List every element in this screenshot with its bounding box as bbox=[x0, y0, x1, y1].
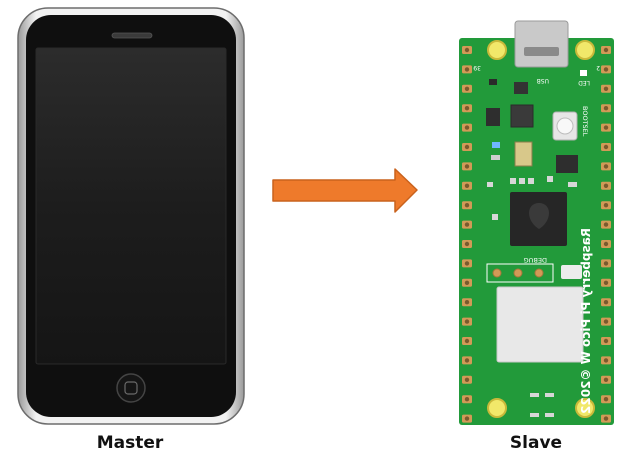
bottom-pad-2 bbox=[545, 393, 554, 397]
debug-pin-3 bbox=[534, 268, 544, 278]
left-pin-hole bbox=[464, 144, 470, 150]
left-pin-hole bbox=[464, 203, 470, 208]
microcontroller-board-icon: 39 2 USB LED BOOTSEL DEBUG bbox=[459, 20, 614, 425]
component-white-pad bbox=[561, 265, 582, 279]
left-pin-hole bbox=[464, 338, 470, 344]
debug-pin-1 bbox=[492, 268, 502, 278]
right-pin-hole bbox=[603, 125, 609, 130]
phone-speaker bbox=[111, 32, 153, 39]
left-pin-hole bbox=[464, 319, 470, 324]
master-label: Master bbox=[96, 433, 164, 453]
debug-label: DEBUG bbox=[524, 256, 547, 264]
phone-screen bbox=[35, 47, 227, 365]
left-pin-hole bbox=[464, 183, 470, 188]
pin-label-2: 2 bbox=[596, 64, 600, 71]
usb-label: USB bbox=[537, 77, 549, 84]
right-pin-hole bbox=[603, 397, 609, 402]
left-pin-hole bbox=[464, 416, 470, 421]
phone-home-button-square bbox=[124, 381, 138, 395]
right-pin-hole bbox=[603, 358, 609, 363]
pin-label-39: 39 bbox=[473, 64, 481, 71]
left-pin-pads bbox=[462, 46, 472, 423]
component-row-2 bbox=[519, 178, 525, 184]
component-small-5 bbox=[492, 214, 498, 220]
component-inductor bbox=[510, 104, 534, 128]
led-component bbox=[580, 70, 587, 76]
right-pin-hole bbox=[603, 377, 609, 382]
mount-hole-top-right bbox=[575, 40, 595, 60]
mount-hole-bottom-left bbox=[487, 398, 507, 418]
led-label: LED bbox=[578, 79, 590, 86]
right-pin-hole bbox=[603, 164, 609, 169]
component-cap-2 bbox=[491, 155, 500, 160]
left-pin-hole bbox=[464, 67, 470, 72]
raspberry-logo-icon bbox=[529, 203, 549, 229]
bootsel-button-cap bbox=[556, 117, 574, 135]
right-pin-hole bbox=[603, 319, 609, 324]
right-pin-hole bbox=[603, 67, 609, 72]
component-small-1 bbox=[489, 79, 497, 85]
board-name-label: Raspberry Pi Pico W ©2022 bbox=[579, 228, 593, 414]
right-pin-hole bbox=[603, 300, 609, 305]
right-pin-hole bbox=[603, 144, 609, 150]
left-pin-hole bbox=[464, 358, 470, 363]
left-pin-hole bbox=[464, 125, 470, 130]
left-pin-hole bbox=[464, 300, 470, 305]
component-crystal bbox=[514, 141, 533, 167]
right-pin-hole bbox=[603, 106, 609, 111]
component-row-3 bbox=[528, 178, 534, 184]
right-pin-hole bbox=[603, 86, 609, 92]
arrow-shape bbox=[272, 168, 418, 213]
component-chip-b bbox=[486, 108, 500, 126]
right-pin-hole bbox=[603, 47, 609, 53]
component-small-3 bbox=[547, 176, 553, 182]
component-chip-c bbox=[556, 155, 578, 173]
slave-label: Slave bbox=[509, 433, 563, 453]
right-pin-pads bbox=[601, 46, 611, 423]
left-pin-hole bbox=[464, 222, 470, 227]
component-small-2 bbox=[487, 182, 493, 187]
debug-header bbox=[486, 263, 554, 283]
component-cap-1 bbox=[492, 142, 500, 148]
left-pin-hole bbox=[464, 377, 470, 382]
usb-connector bbox=[514, 20, 569, 68]
right-pin-hole bbox=[603, 280, 609, 285]
right-pin-hole bbox=[603, 416, 609, 421]
left-pin-hole bbox=[464, 86, 470, 92]
left-pin-hole bbox=[464, 241, 470, 247]
right-pin-hole bbox=[603, 222, 609, 227]
component-row-1 bbox=[510, 178, 516, 184]
component-chip-a bbox=[514, 82, 528, 94]
left-pin-hole bbox=[464, 47, 470, 53]
bottom-pad-1 bbox=[530, 393, 539, 397]
mount-hole-bottom-right bbox=[575, 398, 595, 418]
right-pin-hole bbox=[603, 338, 609, 344]
arrow-right-icon bbox=[272, 168, 418, 213]
bootsel-label: BOOTSEL bbox=[581, 106, 589, 137]
component-small-4 bbox=[568, 182, 577, 187]
left-pin-hole bbox=[464, 397, 470, 402]
right-pin-hole bbox=[603, 183, 609, 188]
wireless-module bbox=[496, 286, 584, 363]
debug-pin-2 bbox=[513, 268, 523, 278]
right-pin-hole bbox=[603, 261, 609, 266]
bottom-pad-3 bbox=[530, 413, 539, 417]
right-pin-hole bbox=[603, 203, 609, 208]
mount-hole-top-left bbox=[487, 40, 507, 60]
right-pin-hole bbox=[603, 241, 609, 247]
left-pin-hole bbox=[464, 164, 470, 169]
usb-connector-inner bbox=[524, 47, 559, 56]
left-pin-hole bbox=[464, 280, 470, 285]
bottom-pad-4 bbox=[545, 413, 554, 417]
phone-home-button bbox=[116, 373, 146, 403]
smartphone-icon bbox=[17, 7, 245, 425]
left-pin-hole bbox=[464, 106, 470, 111]
left-pin-hole bbox=[464, 261, 470, 266]
